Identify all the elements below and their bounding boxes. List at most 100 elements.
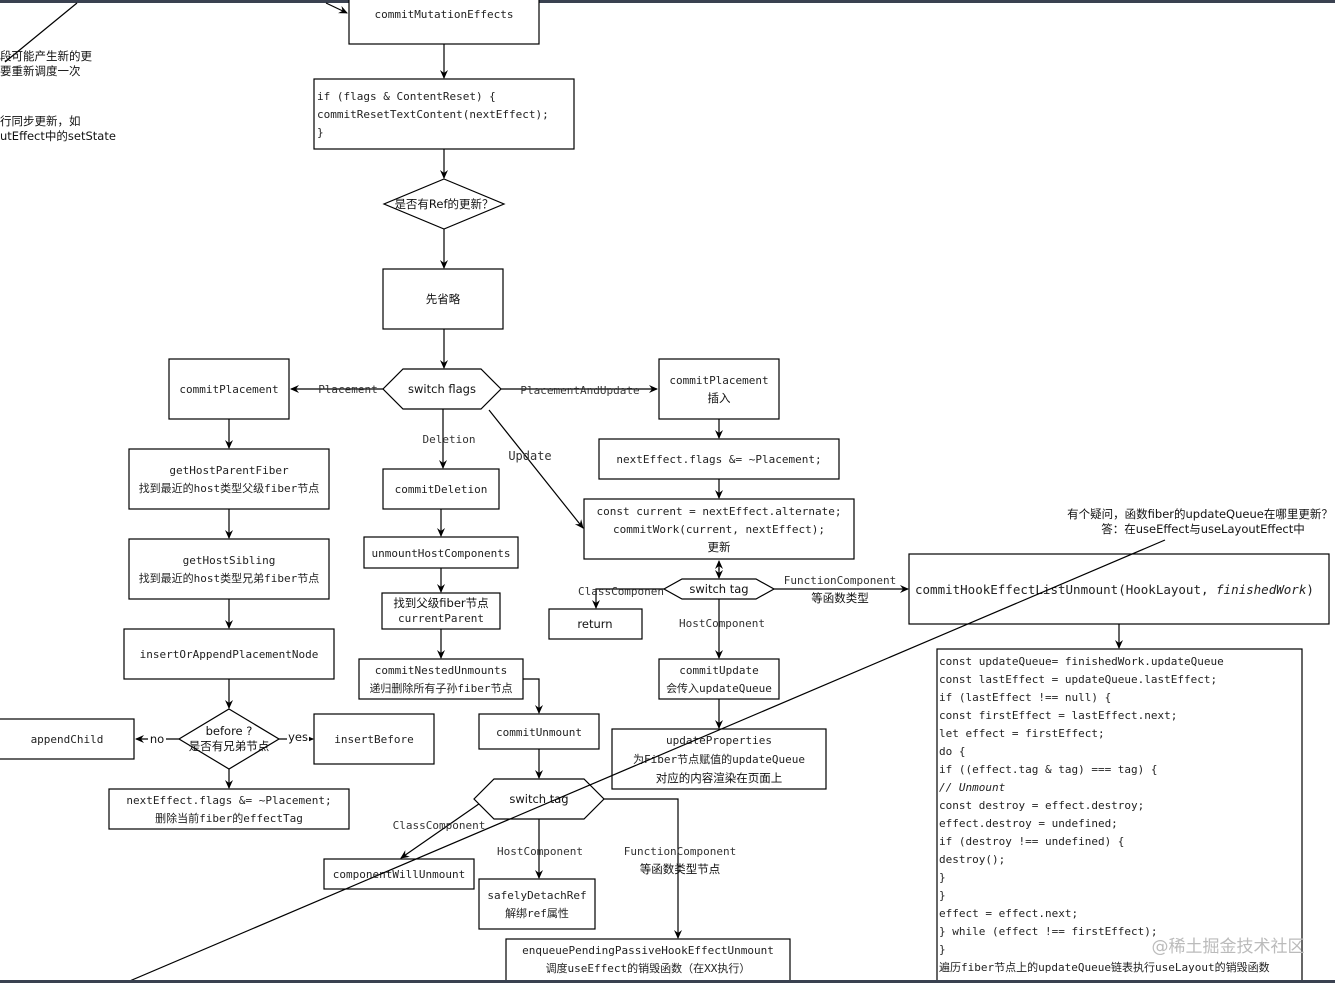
node-label: appendChild xyxy=(31,733,104,746)
edge-function-component-lower xyxy=(604,798,682,939)
node-label: commitPlacement xyxy=(179,383,278,396)
node-label: currentParent xyxy=(398,612,484,625)
edge-label: Placement xyxy=(318,383,378,396)
code-line: } while (effect !== firstEffect); xyxy=(939,925,1158,938)
edge-label: no xyxy=(150,732,164,746)
node-label: commitPlacement xyxy=(669,374,768,387)
node-label: commitUnmount xyxy=(496,726,582,739)
node-label: 更新 xyxy=(708,540,731,554)
edge-label: HostComponent xyxy=(497,845,583,858)
node-label: 为Fiber节点赋值的updateQueue xyxy=(633,752,805,766)
node-label: before ? xyxy=(206,724,253,738)
code-line: } xyxy=(939,943,946,956)
window-bottom-bar xyxy=(0,980,1335,983)
node-commit-mutation-effects: commitMutationEffects xyxy=(348,0,540,45)
code-line: do { xyxy=(939,745,966,758)
edge-label: HostComponent xyxy=(679,617,765,630)
code-line: if (destroy !== undefined) { xyxy=(939,835,1124,848)
edge-label: PlacementAndUpdate xyxy=(520,384,639,397)
note-text: 段可能产生新的更 xyxy=(0,49,92,63)
node-clear-placement-left: nextEffect.flags &= ~Placement; 删除当前fibe… xyxy=(108,788,350,830)
decision-ref-update: 是否有Ref的更新？ xyxy=(382,178,506,230)
node-component-will-unmount: componentWillUnmount xyxy=(323,858,475,890)
node-unmount-host-components: unmountHostComponents xyxy=(363,536,519,569)
code-caption: 遍历fiber节点上的updateQueue链表执行useLayout的销毁函数 xyxy=(939,960,1270,974)
code-line: } xyxy=(317,126,324,139)
note-text: 行同步更新，如 xyxy=(0,114,81,128)
node-label: commitUpdate xyxy=(679,664,758,677)
node-label: insertOrAppendPlacementNode xyxy=(140,648,319,661)
code-line: const destroy = effect.destroy; xyxy=(939,799,1144,812)
node-label: insertBefore xyxy=(334,733,413,746)
node-commit-work: const current = nextEffect.alternate; co… xyxy=(583,498,855,560)
window-top-bar xyxy=(0,0,1335,3)
node-label: unmountHostComponents xyxy=(371,547,510,560)
node-label: const current = nextEffect.alternate; xyxy=(596,505,841,518)
node-label: 调度useEffect的销毁函数（在XX执行） xyxy=(546,961,751,975)
node-label: commitMutationEffects xyxy=(374,8,513,21)
edge-label: yes xyxy=(288,730,308,744)
node-label: updateProperties xyxy=(666,734,772,747)
node-label: 插入 xyxy=(708,391,731,405)
node-commit-hook-unmount: commitHookEffectListUnmount(HookLayout, … xyxy=(908,553,1330,625)
code-line: } xyxy=(939,871,946,884)
code-line: effect.destroy = undefined; xyxy=(939,817,1118,830)
watermark: @稀土掘金技术社区 xyxy=(1152,937,1305,957)
node-label: commitDeletion xyxy=(395,483,488,496)
note-text: 要重新调度一次 xyxy=(0,64,81,78)
node-label: enqueuePendingPassiveHookEffectUnmount xyxy=(522,944,774,957)
node-commit-placement: commitPlacement xyxy=(168,358,290,420)
edge-label: FunctionComponent xyxy=(784,574,897,587)
note-text: utEffect中的setState xyxy=(0,129,116,143)
node-get-host-parent-fiber: getHostParentFiber 找到最近的host类型父级fiber节点 xyxy=(128,448,330,510)
switch-tag-lower: switch tag xyxy=(473,778,605,820)
code-line: effect = effect.next; xyxy=(939,907,1078,920)
code-line: commitResetTextContent(nextEffect); xyxy=(317,108,549,121)
node-label: return xyxy=(577,617,612,631)
node-insert-or-append: insertOrAppendPlacementNode xyxy=(123,628,335,680)
node-label: 找到父级fiber节点 xyxy=(393,596,488,610)
node-label: 解绑ref属性 xyxy=(505,906,569,920)
node-label: nextEffect.flags &= ~Placement; xyxy=(126,794,331,807)
node-label: componentWillUnmount xyxy=(333,868,465,881)
node-content-reset: if (flags & ContentReset) { commitResetT… xyxy=(313,78,575,150)
edge-label: 等函数类型 xyxy=(811,591,869,605)
node-label: 删除当前fiber的effectTag xyxy=(155,811,303,825)
node-label: getHostParentFiber xyxy=(169,464,289,477)
code-line: } xyxy=(939,889,946,902)
edge-note-left xyxy=(4,2,78,63)
code-line: if (lastEffect !== null) { xyxy=(939,691,1111,704)
node-commit-unmount: commitUnmount xyxy=(478,713,600,750)
edge-label: ClassComponen xyxy=(578,585,664,598)
code-line: let effect = firstEffect; xyxy=(939,727,1105,740)
node-label: 递归删除所有子孙fiber节点 xyxy=(369,681,512,695)
edge-class-component-lower xyxy=(400,798,487,859)
node-label: commitHookEffectListUnmount(HookLayout, … xyxy=(915,582,1314,597)
edge-into-mutation xyxy=(325,2,348,14)
code-line: const updateQueue= finishedWork.updateQu… xyxy=(939,655,1224,668)
node-insert-before: insertBefore xyxy=(313,713,435,765)
code-line: const lastEffect = updateQueue.lastEffec… xyxy=(939,673,1217,686)
node-label: 是否有Ref的更新？ xyxy=(394,197,493,211)
node-commit-placement-insert: commitPlacement 插入 xyxy=(658,358,780,420)
decision-before: before ? 是否有兄弟节点 xyxy=(177,708,281,770)
node-clear-placement-right: nextEffect.flags &= ~Placement; xyxy=(598,438,840,480)
edge-label: ClassComponent xyxy=(393,819,486,832)
node-label: 对应的内容渲染在页面上 xyxy=(656,771,783,785)
edge-class-component-upper xyxy=(592,588,664,609)
node-get-host-sibling: getHostSibling 找到最近的host类型兄弟fiber节点 xyxy=(128,538,330,600)
code-line: if ((effect.tag & tag) === tag) { xyxy=(939,763,1158,776)
node-commit-nested-unmounts: commitNestedUnmounts 递归删除所有子孙fiber节点 xyxy=(358,658,524,700)
edge-label: FunctionComponent xyxy=(624,845,737,858)
node-return: return xyxy=(548,608,643,640)
node-label: 找到最近的host类型兄弟fiber节点 xyxy=(139,571,320,585)
node-update-properties: updateProperties 为Fiber节点赋值的updateQueue … xyxy=(611,728,827,790)
switch-flags: switch flags xyxy=(382,368,502,410)
node-safely-detach-ref: safelyDetachRef 解绑ref属性 xyxy=(478,878,596,930)
edge-label: Update xyxy=(508,449,551,463)
node-label: 先省略 xyxy=(426,292,461,306)
node-find-parent: 找到父级fiber节点 currentParent xyxy=(381,592,501,630)
node-label: commitNestedUnmounts xyxy=(375,664,507,677)
node-label: nextEffect.flags &= ~Placement; xyxy=(616,453,821,466)
